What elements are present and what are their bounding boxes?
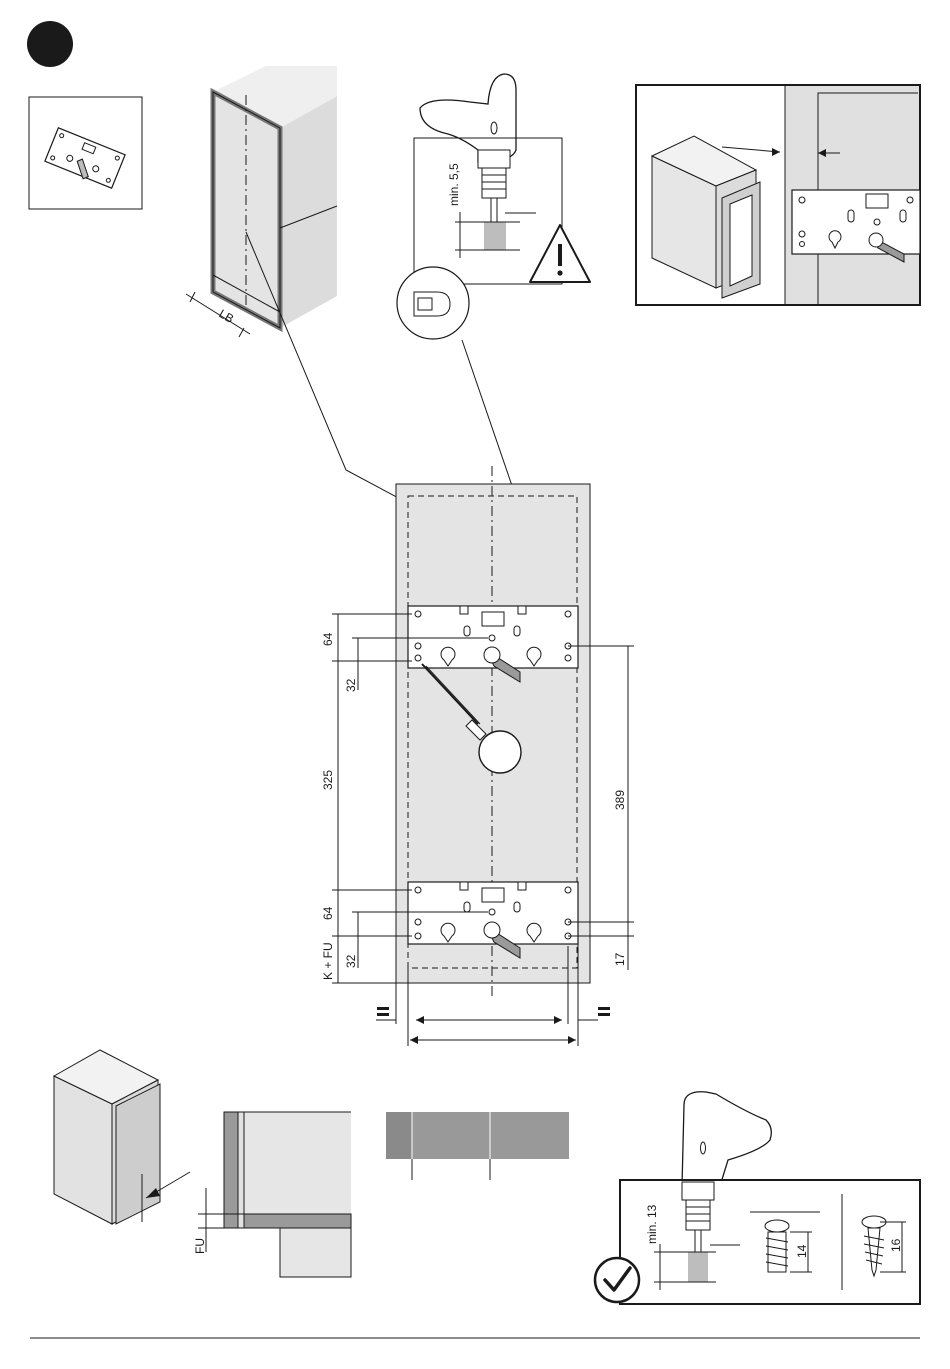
equal-icon-left: [377, 1007, 389, 1016]
screw-length-14: 14: [795, 1244, 809, 1258]
dim-k-fu: K + FU: [321, 942, 335, 980]
dim-17: 17: [613, 952, 627, 966]
drill-bottom-icon: [682, 1092, 771, 1186]
dim-32-bottom: 32: [344, 954, 358, 968]
overlay-detail-box: [636, 85, 920, 305]
equal-icon-right: [598, 1007, 610, 1016]
plate-thumbnail: [29, 97, 142, 209]
min-drill-top-label: min. 5,5: [447, 163, 461, 206]
small-cabinet-illustration: [54, 1050, 190, 1224]
fu-section-detail: FU: [193, 1112, 351, 1277]
dim-64-top: 64: [321, 632, 335, 646]
dim-64-bottom: 64: [321, 906, 335, 920]
screw-spec-box: min. 13 14 16: [620, 1180, 920, 1304]
min-drill-bottom-label: min. 13: [645, 1204, 659, 1244]
dim-32-top: 32: [344, 678, 358, 692]
dim-325: 325: [321, 770, 335, 790]
dim-389: 389: [613, 790, 627, 810]
drill-top-icon: [420, 74, 516, 228]
fu-label: FU: [193, 1238, 207, 1254]
screw-length-16: 16: [889, 1238, 903, 1252]
check-circle-icon: [595, 1258, 639, 1302]
profile-bar-detail: [386, 1112, 569, 1180]
step-marker-icon: [27, 21, 73, 67]
